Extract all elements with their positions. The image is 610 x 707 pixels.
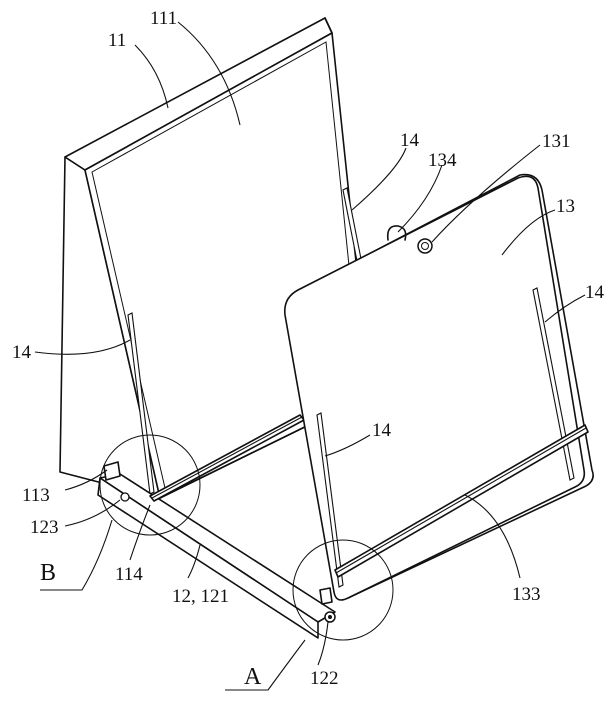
label-13: 13 [556,196,575,217]
label-133: 133 [512,584,541,605]
label-14-right: 14 [585,282,605,303]
label-123: 123 [30,517,59,538]
label-114: 114 [115,564,143,585]
label-14-top: 14 [400,130,420,151]
label-131: 131 [542,131,571,152]
hole-131 [418,239,432,253]
label-11: 11 [108,30,126,51]
label-B: B [40,560,56,586]
label-A: A [244,664,262,690]
label-122: 122 [310,668,339,689]
label-113: 113 [22,485,50,506]
label-14-mid: 14 [372,420,392,441]
label-14-left: 14 [12,342,32,363]
hinge-hole-123 [121,493,129,501]
label-111: 111 [150,8,177,29]
label-12-121: 12, 121 [172,586,229,607]
label-134: 134 [428,150,457,171]
